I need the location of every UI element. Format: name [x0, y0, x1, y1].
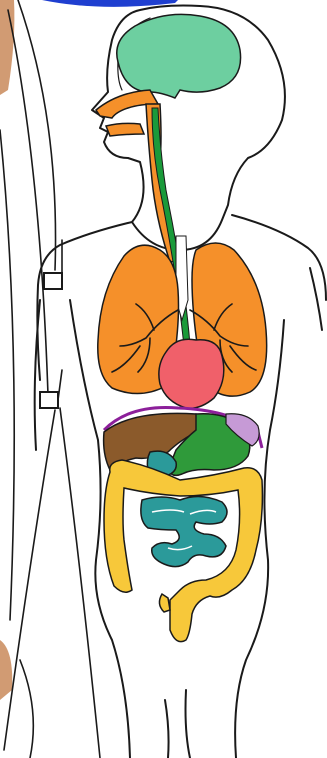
brain	[117, 14, 241, 98]
leg-inner-left	[165, 700, 169, 758]
top-blue-bar	[42, 0, 178, 7]
heart	[159, 339, 224, 408]
small-intestine	[141, 496, 227, 566]
leader-line-1	[18, 0, 56, 270]
label-box-upper[interactable]	[44, 273, 62, 289]
leader-line-2	[8, 10, 48, 395]
oral-cavity	[106, 123, 144, 136]
skin-fragment-top-left	[0, 0, 14, 95]
rectum	[159, 594, 170, 612]
label-box-lower[interactable]	[40, 392, 58, 408]
leg-inner-right	[186, 690, 191, 758]
leader-line-3	[0, 130, 14, 620]
leader-line-5	[60, 408, 100, 758]
label-box-lower-connector	[58, 370, 62, 400]
arm-line-right	[310, 268, 322, 330]
leader-line-6	[20, 660, 33, 758]
skin-fragment-bottom-left	[0, 640, 12, 700]
